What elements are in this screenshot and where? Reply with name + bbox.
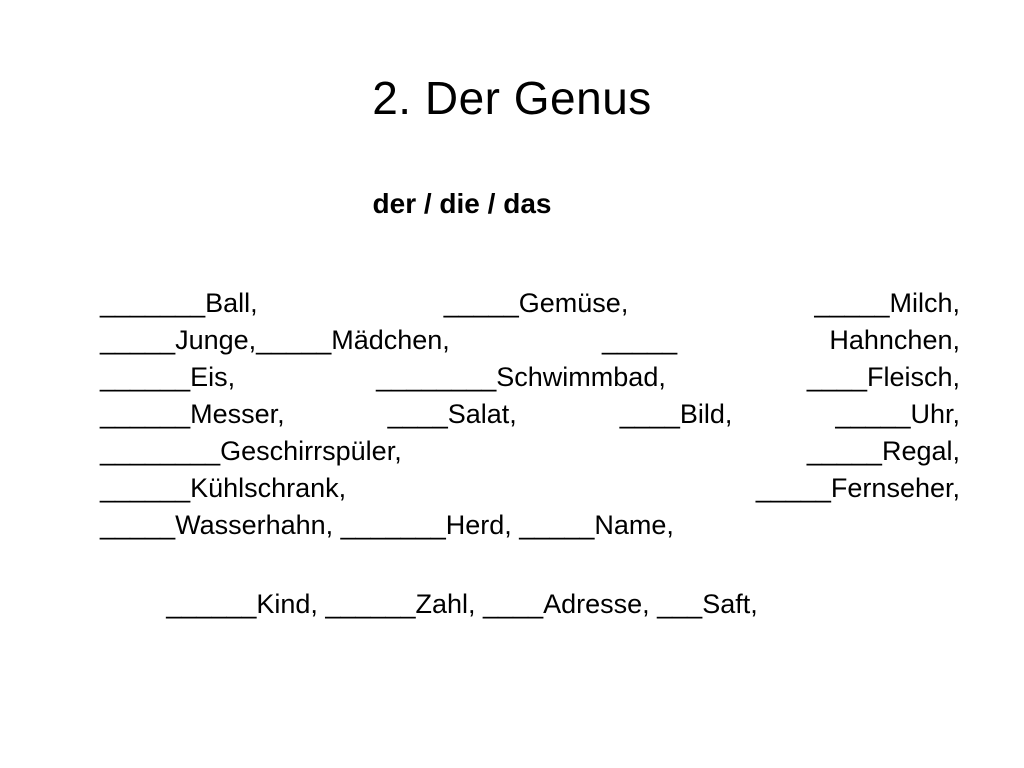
exercise-word: _____Wasserhahn, _______Herd, _____Name, xyxy=(100,510,674,540)
exercise-word: _____Milch, xyxy=(814,288,960,318)
exercise-line-6: ______Kühlschrank, _____Fernseher, xyxy=(100,470,960,507)
exercise-word: _____ xyxy=(602,325,678,355)
exercise-word: ____Fleisch, xyxy=(806,362,960,392)
exercise-line-5: ________Geschirrspüler, _____Regal, xyxy=(100,433,960,470)
exercise-word: ______Eis, xyxy=(100,362,236,392)
slide-title: 2. Der Genus xyxy=(372,72,652,124)
exercise-line-3: ______Eis, ________Schwimmbad, ____Fleis… xyxy=(100,359,960,396)
exercise-word: ______Messer, xyxy=(100,399,285,429)
exercise-word: ________Geschirrspüler, xyxy=(100,436,402,466)
exercise-word: _____Junge,_____Mädchen, xyxy=(100,325,450,355)
exercise-line-8: ______Kind, ______Zahl, ____Adresse, ___… xyxy=(166,589,758,619)
exercise-line-2: _____Junge,_____Mädchen, _____ Hahnchen, xyxy=(100,322,960,359)
article-options: der / die / das xyxy=(372,188,552,219)
exercise-word: _______Ball, xyxy=(100,288,258,318)
exercise-word: ______Kühlschrank, xyxy=(100,473,347,503)
exercise-word: _____Gemüse, xyxy=(443,288,629,318)
exercise-word: _____Fernseher, xyxy=(755,473,960,503)
exercise-line-7: _____Wasserhahn, _______Herd, _____Name, xyxy=(100,507,960,544)
exercise-word: ____Bild, xyxy=(619,399,733,429)
exercise-line-1: _______Ball, _____Gemüse, _____Milch, xyxy=(100,285,960,322)
exercise-word: _____Uhr, xyxy=(835,399,960,429)
exercise-word: Hahnchen, xyxy=(829,325,960,355)
exercise-word: ________Schwimmbad, xyxy=(376,362,666,392)
exercise-body: _______Ball, _____Gemüse, _____Milch, __… xyxy=(100,285,960,544)
exercise-line-4: ______Messer, ____Salat, ____Bild, _____… xyxy=(100,396,960,433)
exercise-word: _____Regal, xyxy=(806,436,960,466)
exercise-word: ____Salat, xyxy=(387,399,517,429)
